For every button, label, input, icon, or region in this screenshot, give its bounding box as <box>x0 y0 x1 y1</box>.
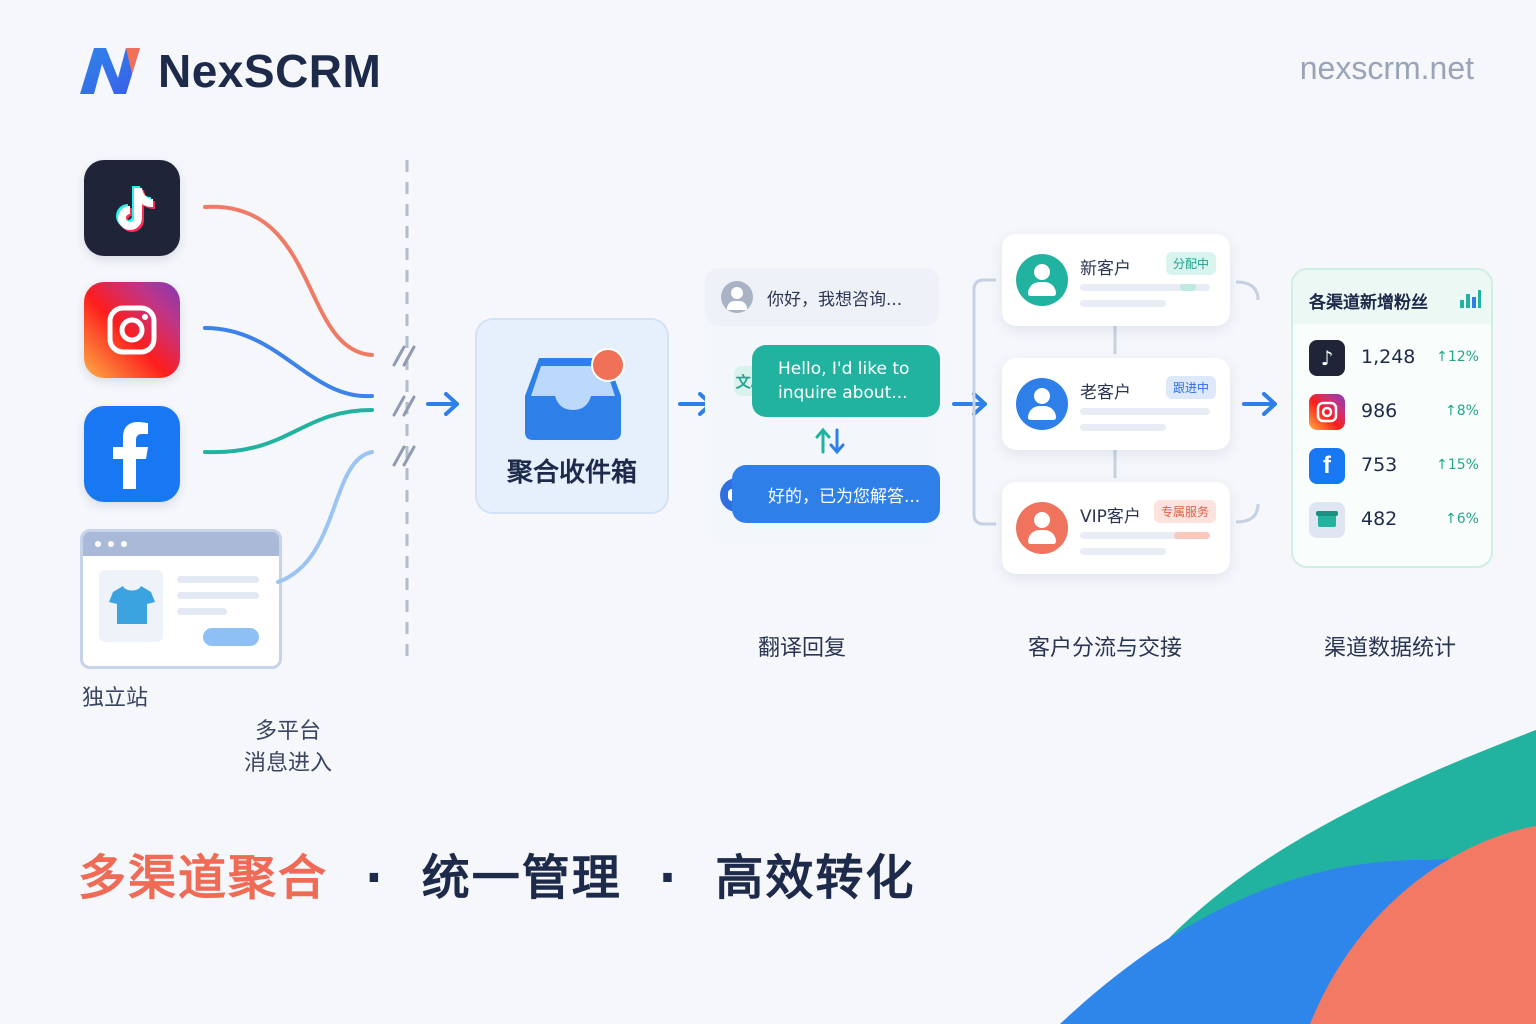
notification-dot <box>591 348 625 382</box>
channel-stats-card[interactable]: 各渠道新增粉丝 ♪ 1,248 ↑12% 986 ↑8% f 753 ↑15% … <box>1291 268 1493 568</box>
stat-change: ↑6% <box>1445 511 1479 527</box>
stat-change: ↑8% <box>1445 403 1479 419</box>
site-url[interactable]: nexscrm.net <box>1299 50 1474 86</box>
slogan-part2: 统一管理 <box>421 850 622 906</box>
stat-row-instagram: 986 ↑8% <box>1309 394 1479 430</box>
customer-avatar <box>721 281 753 313</box>
routing-caption: 客户分流与交接 <box>1028 636 1183 661</box>
stat-value: 482 <box>1361 508 1398 530</box>
facebook-icon <box>84 406 180 502</box>
bar-chart-icon <box>1460 290 1481 308</box>
customer-type: 新客户 <box>1080 259 1131 279</box>
stat-row-website: 482 ↑6% <box>1309 502 1479 538</box>
user-avatar-icon <box>1016 254 1068 306</box>
progress-bar <box>1080 408 1210 415</box>
inbox-title: 聚合收件箱 <box>506 458 637 488</box>
stats-caption: 渠道数据统计 <box>1324 636 1457 661</box>
slogan-part1: 多渠道聚合 <box>78 850 329 906</box>
progress-bar-fill <box>1174 532 1210 539</box>
incoming-message[interactable]: 你好，我想咨询... <box>705 268 939 326</box>
brand-name: NexSCRM <box>158 45 382 97</box>
status-badge: 分配中 <box>1165 252 1216 275</box>
entry-caption-line2: 消息进入 <box>243 751 332 776</box>
aggregated-inbox[interactable]: 聚合收件箱 <box>475 318 669 514</box>
stat-row-facebook: f 753 ↑15% <box>1309 448 1479 484</box>
stat-value: 1,248 <box>1361 346 1416 368</box>
slogan-separator: · <box>364 850 385 906</box>
progress-bar <box>1080 284 1210 291</box>
progress-bar <box>1080 532 1210 539</box>
tiktok-icon: ♪ <box>1309 340 1345 376</box>
user-avatar-icon <box>1016 502 1068 554</box>
slogan-separator: · <box>658 850 679 906</box>
stat-change: ↑12% <box>1436 349 1479 365</box>
tiktok-icon <box>84 160 180 256</box>
instagram-icon <box>1309 394 1345 430</box>
stat-row-tiktok: ♪ 1,248 ↑12% <box>1309 340 1479 376</box>
reply-message-text: 好的，已为您解答... <box>768 486 921 507</box>
slogan-part3: 高效转化 <box>715 850 916 906</box>
swap-icon <box>815 427 845 455</box>
instagram-icon <box>84 282 180 378</box>
stats-title: 各渠道新增粉丝 <box>1309 293 1428 313</box>
translation-caption: 翻译回复 <box>758 636 847 661</box>
customer-card-returning[interactable]: 老客户 跟进中 <box>1002 358 1230 450</box>
translated-line2: inquire about... <box>778 383 908 403</box>
stat-value: 753 <box>1361 454 1398 476</box>
customer-card-new[interactable]: 新客户 分配中 <box>1002 234 1230 326</box>
placeholder-line <box>1080 300 1166 307</box>
website-label: 独立站 <box>82 686 149 711</box>
customer-type: 老客户 <box>1080 383 1131 403</box>
translated-line1: Hello, I'd like to <box>778 359 910 379</box>
reply-message[interactable]: 好的，已为您解答... <box>732 465 940 523</box>
slogan: 多渠道聚合 · 统一管理 · 高效转化 <box>78 838 915 908</box>
customer-card-vip[interactable]: VIP客户 专属服务 <box>1002 482 1230 574</box>
store-icon <box>1309 502 1345 538</box>
status-badge: 跟进中 <box>1165 376 1216 399</box>
customer-type: VIP客户 <box>1080 507 1141 527</box>
translated-message[interactable]: Hello, I'd like to inquire about... <box>752 345 940 417</box>
user-avatar-icon <box>1016 378 1068 430</box>
logo-icon <box>80 48 140 94</box>
stat-value: 986 <box>1361 400 1398 422</box>
entry-caption-line1: 多平台 <box>254 719 321 744</box>
entry-caption: 多平台 消息进入 <box>240 716 336 780</box>
website-icon <box>80 529 282 669</box>
stat-change: ↑15% <box>1436 457 1479 473</box>
placeholder-line <box>1080 424 1166 431</box>
facebook-icon: f <box>1309 448 1345 484</box>
placeholder-line <box>1080 548 1166 555</box>
status-badge: 专属服务 <box>1153 500 1216 523</box>
incoming-message-text: 你好，我想咨询... <box>767 289 903 310</box>
progress-bar-fill <box>1180 284 1196 291</box>
